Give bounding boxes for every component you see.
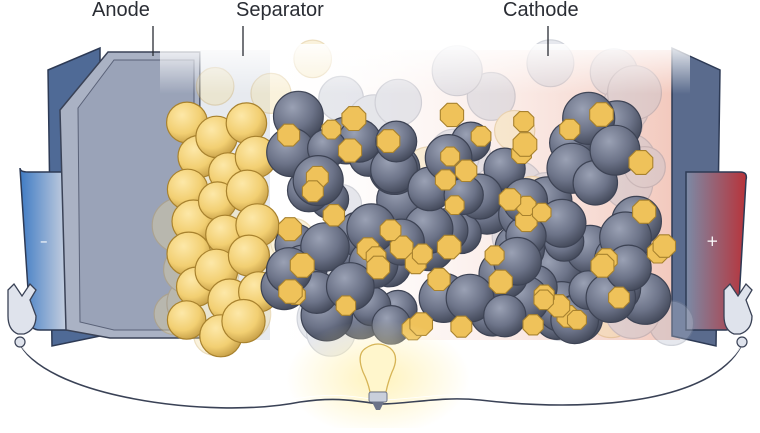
- lithium-ion-particle: [533, 289, 554, 311]
- lithium-ion-particle: [389, 235, 414, 260]
- anode-particle-layer: [166, 101, 280, 358]
- lithium-ion-particle: [522, 314, 544, 336]
- lithium-ion-particle: [436, 234, 462, 260]
- lithium-ion-particle: [628, 150, 654, 175]
- lithium-ion-particle: [379, 219, 402, 242]
- lithium-ion-particle: [590, 253, 615, 278]
- top-fade: [160, 44, 690, 94]
- anode-particle: [166, 300, 207, 340]
- lithium-ion-particle: [321, 119, 342, 140]
- anode-particle: [221, 298, 266, 344]
- lithium-ion-particle: [632, 199, 657, 224]
- lithium-ion-particle: [337, 138, 363, 163]
- anode-label: Anode: [92, 0, 150, 21]
- lithium-ion-particle: [589, 102, 614, 127]
- anode-particle: [227, 234, 270, 277]
- lithium-ion-particle: [444, 195, 465, 216]
- light-bulb-icon: [359, 343, 397, 410]
- lithium-ion-particle: [608, 286, 630, 309]
- lithium-ion-particle: [277, 123, 301, 147]
- lithium-ion-particle: [498, 188, 522, 211]
- lithium-ion-particle: [454, 159, 478, 183]
- lithium-ion-layer: [277, 102, 677, 341]
- lithium-ion-particle: [376, 129, 401, 153]
- lithium-ion-particle: [566, 309, 587, 330]
- negative-terminal-sign: –: [40, 232, 48, 250]
- lithium-ion-particle: [289, 252, 315, 278]
- lithium-ion-particle: [278, 279, 303, 304]
- lithium-ion-particle: [301, 180, 324, 203]
- lithium-ion-particle: [341, 106, 367, 132]
- lithium-ion-particle: [434, 169, 457, 191]
- lithium-ion-particle: [513, 111, 535, 133]
- lithium-ion-particle: [512, 132, 538, 157]
- lithium-ion-particle: [277, 217, 303, 242]
- separator-label: Separator: [236, 0, 324, 21]
- lithium-ion-particle: [335, 295, 357, 316]
- lithium-ion-particle: [488, 269, 513, 294]
- lithium-ion-particle: [439, 102, 465, 128]
- anode-plate: [59, 51, 201, 339]
- positive-terminal-sign: +: [706, 232, 719, 250]
- lithium-ion-particle: [450, 315, 473, 338]
- lithium-ion-particle: [427, 267, 451, 292]
- clip-icon: [723, 282, 753, 348]
- lithium-ion-particle: [440, 146, 461, 167]
- lithium-ion-particle: [411, 243, 433, 265]
- lithium-ion-particle: [366, 255, 391, 280]
- electrolyte-particle: [483, 294, 527, 338]
- lithium-ion-particle: [559, 118, 581, 140]
- lithium-ion-particle: [531, 202, 552, 223]
- cathode-label: Cathode: [503, 0, 579, 21]
- clip-icon: [7, 282, 37, 348]
- lithium-ion-particle: [484, 245, 505, 266]
- lithium-ion-particle: [652, 234, 677, 258]
- lithium-ion-particle: [322, 204, 346, 227]
- lithium-ion-particle: [470, 125, 492, 147]
